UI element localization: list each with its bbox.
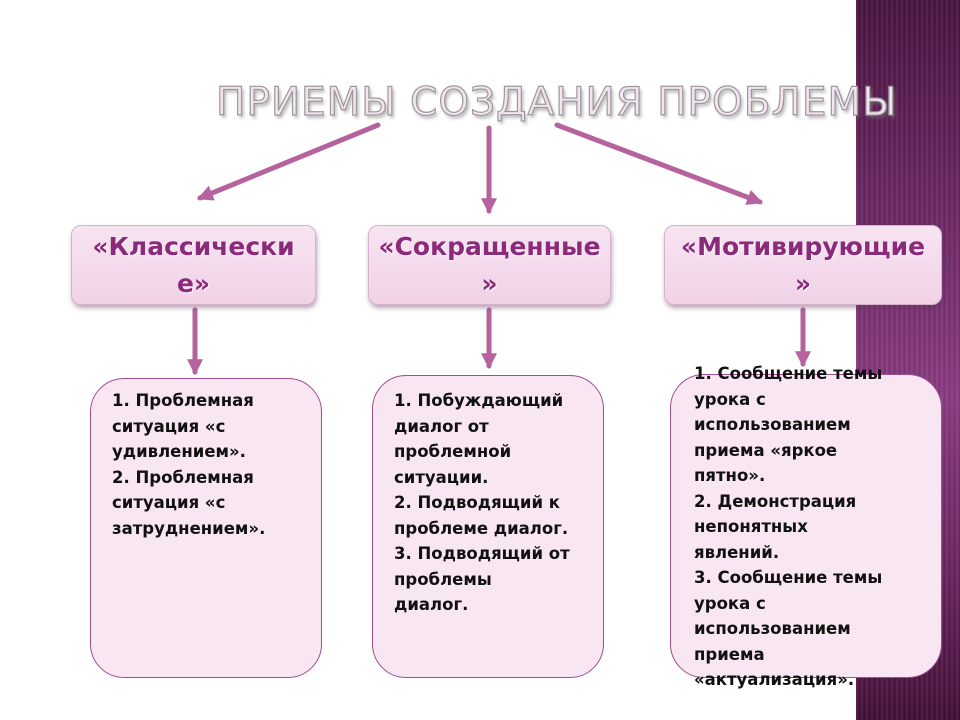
heading-classic-line-1: «Классически xyxy=(92,232,295,261)
text-line: приема «яркое xyxy=(694,440,838,460)
heading-short: «Сокращенные » xyxy=(368,225,611,305)
text-line: 3. Сообщение темы xyxy=(694,568,883,587)
card-short xyxy=(372,375,604,678)
text-line: приема xyxy=(694,644,765,664)
text-line: 1. Проблемная xyxy=(112,391,254,410)
text-line: явлений. xyxy=(694,542,780,562)
text-line: затруднением». xyxy=(112,518,266,538)
text-line: проблемной xyxy=(394,442,512,461)
heading-classic: «Классически е» xyxy=(71,225,316,305)
arrow-title-to-motivating xyxy=(554,122,763,205)
text-line: использованием xyxy=(694,415,851,434)
text-line: использованием xyxy=(694,619,851,638)
text-line: ситуация «с xyxy=(112,416,226,436)
card-classic xyxy=(90,378,322,678)
text-line: 2. Демонстрация xyxy=(694,491,857,511)
arrow-title-to-classic xyxy=(197,122,381,201)
text-line: ситуация «с xyxy=(112,493,226,512)
text-line: проблеме диалог. xyxy=(394,518,569,538)
text-line: 2. Подводящий к xyxy=(394,493,560,512)
diagram-title: ПРИЕМЫ СОЗДАНИЯ ПРОБЛЕМЫ xyxy=(215,79,898,125)
text-line: пятно». xyxy=(694,466,766,485)
heading-motivating-line-2: » xyxy=(794,269,812,298)
text-line: «актуализация». xyxy=(694,670,855,689)
text-line: диалог от xyxy=(394,416,489,436)
text-line: 2. Проблемная xyxy=(112,467,254,487)
text-line: удивлением». xyxy=(112,442,246,461)
text-line: 1. Сообщение темы xyxy=(694,364,883,383)
text-line: диалог. xyxy=(394,595,469,614)
text-line: ситуации. xyxy=(394,467,489,487)
card-motivating xyxy=(670,374,942,678)
heading-classic-line-2: е» xyxy=(176,269,211,298)
text-line: 3. Подводящий от xyxy=(394,544,570,563)
text-line: урока с xyxy=(694,593,766,613)
heading-short-line-1: «Сокращенные xyxy=(378,232,601,261)
text-line: проблемы xyxy=(394,569,492,589)
text-line: непонятных xyxy=(694,517,808,536)
heading-short-line-2: » xyxy=(481,269,498,298)
card-motivating-text: 1. Сообщение темы урока с использованием… xyxy=(694,361,914,693)
text-line: 1. Побуждающий xyxy=(394,391,564,410)
heading-motivating-line-1: «Мотивирующие xyxy=(680,232,926,261)
card-short-text: 1. Побуждающий диалог от проблемной ситу… xyxy=(394,388,594,618)
text-line: урока с xyxy=(694,389,766,409)
card-classic-text: 1. Проблемная ситуация «с удивлением». 2… xyxy=(112,388,312,541)
heading-motivating: «Мотивирующие » xyxy=(664,225,942,305)
